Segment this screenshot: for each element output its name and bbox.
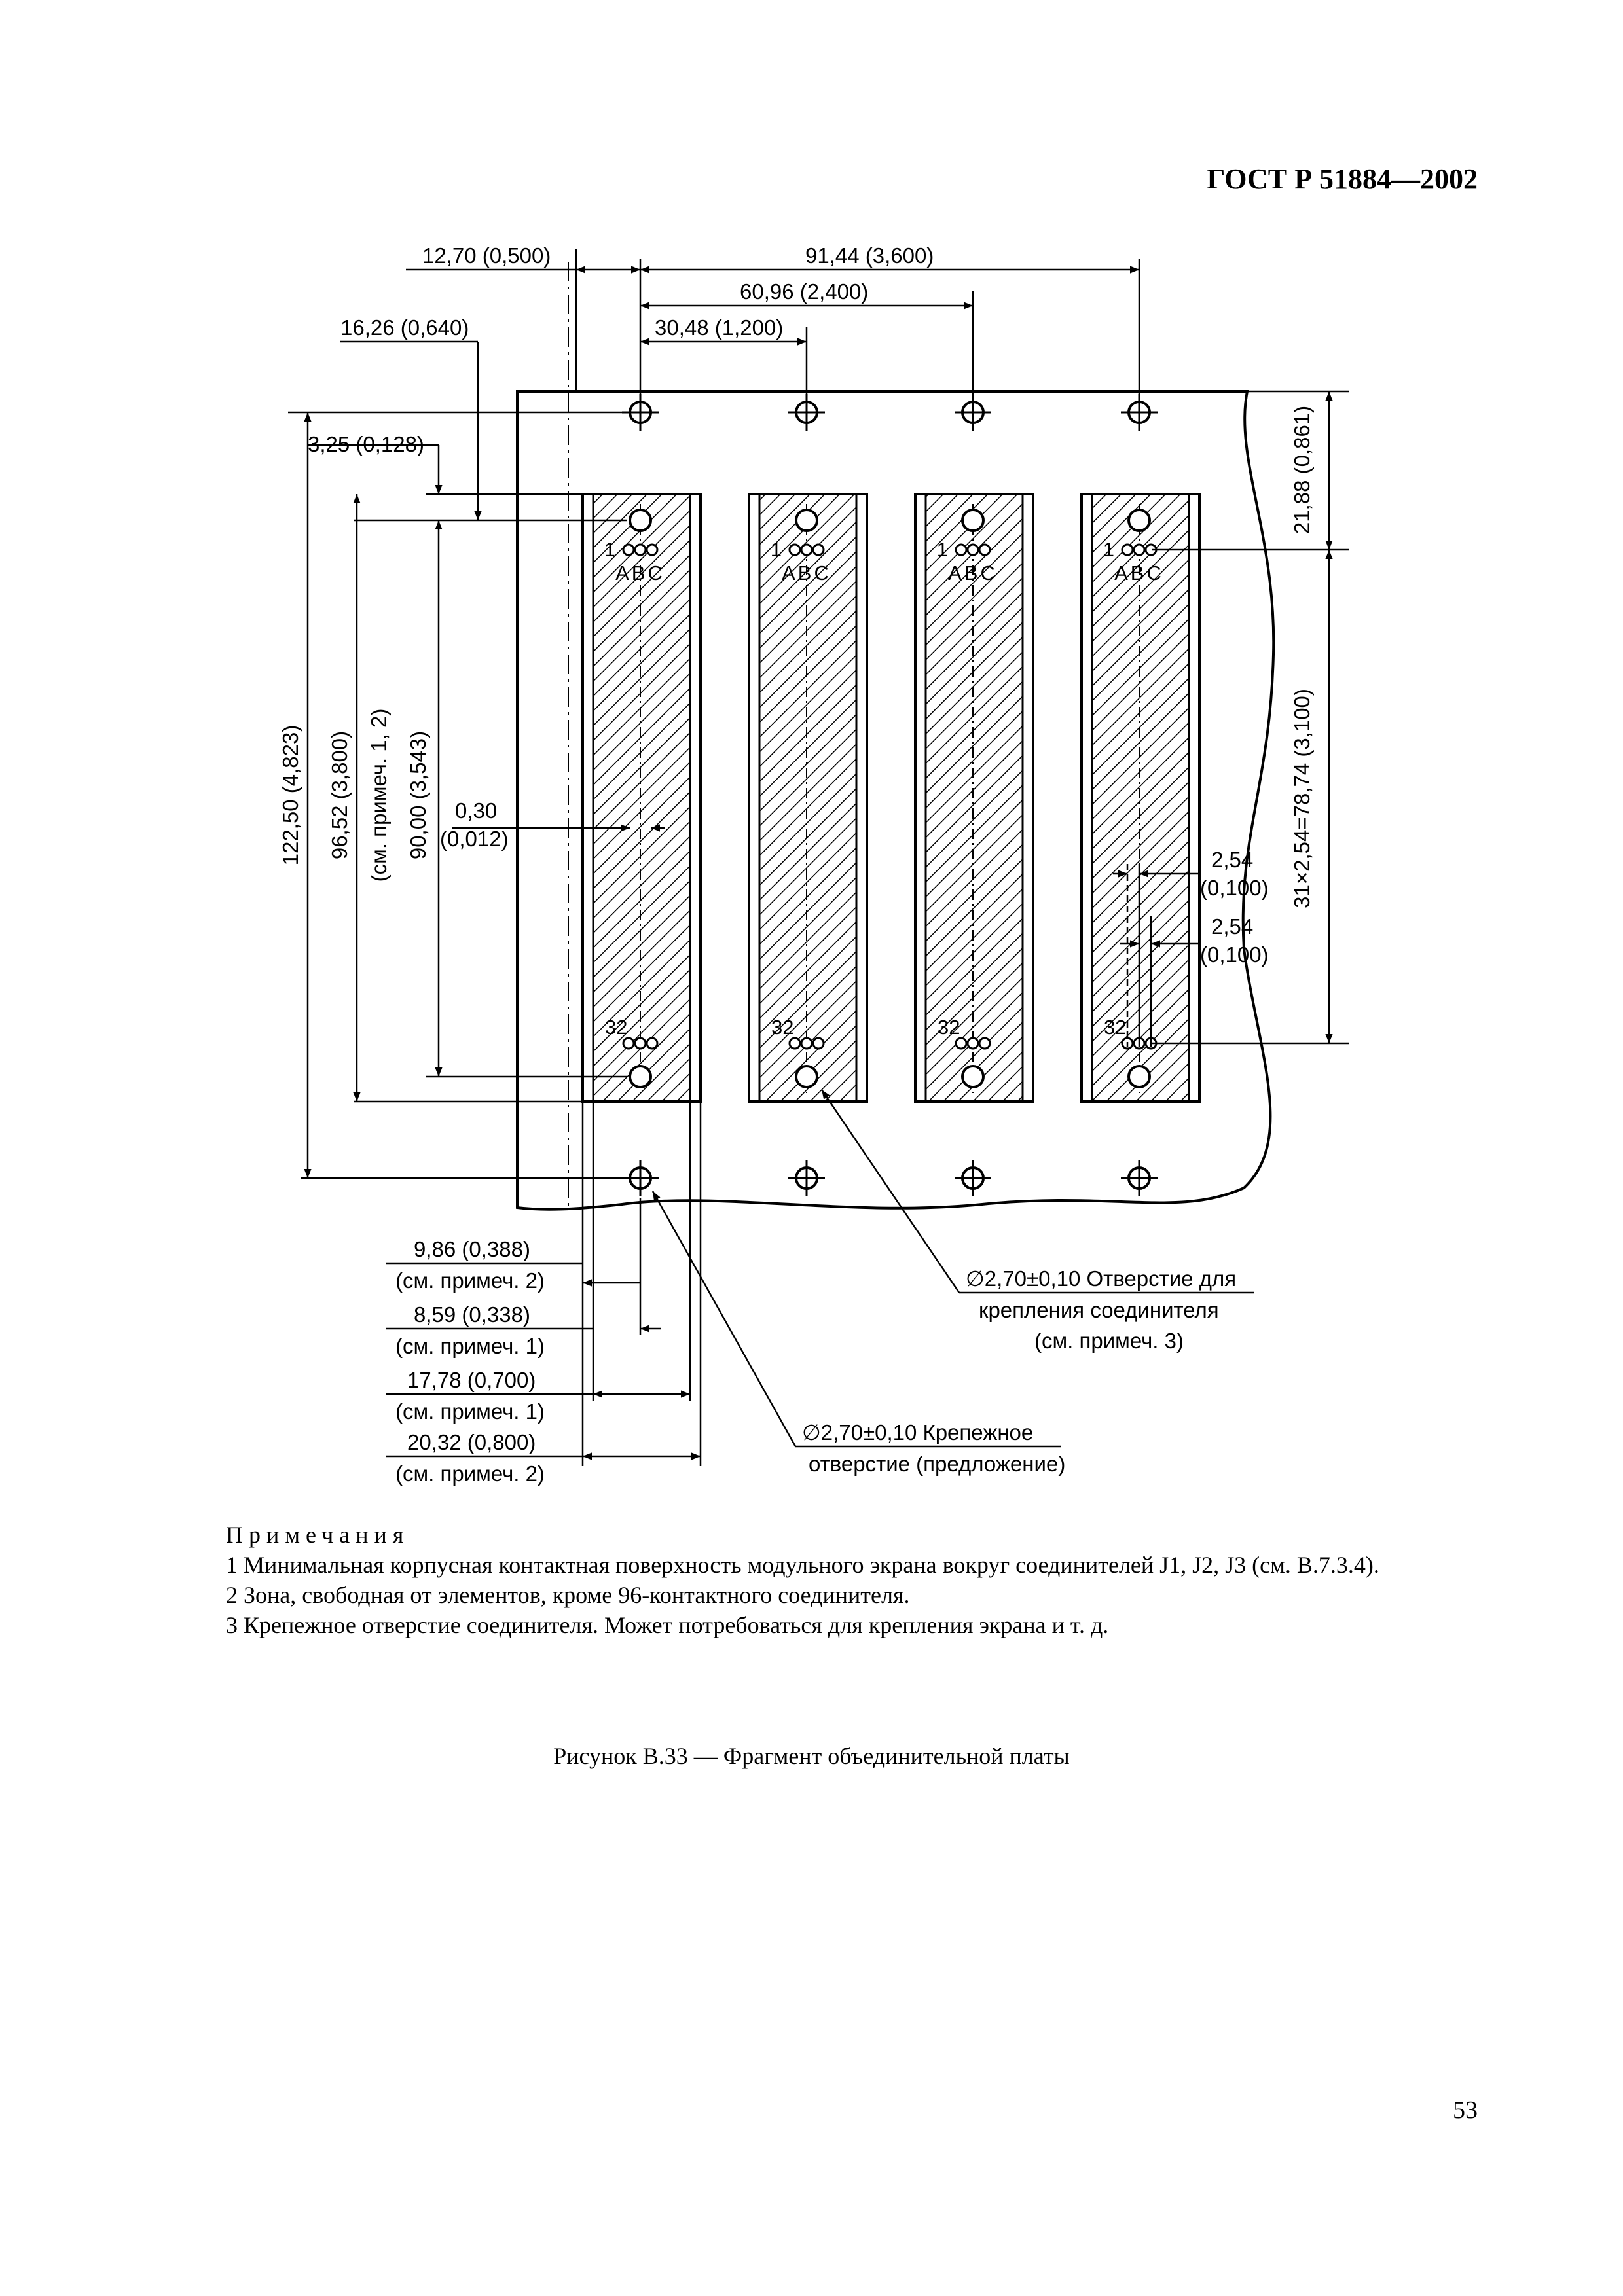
- page-number: 53: [1453, 2096, 1478, 2124]
- notes-heading: Примечания: [226, 1522, 410, 1548]
- dim-2-54-b-inch: (0,100): [1200, 942, 1269, 967]
- pin-last-label: 32: [938, 1016, 960, 1039]
- dim-122-50: 122,50 (4,823): [278, 725, 302, 866]
- dim-9-86-note: (см. примеч. 2): [395, 1268, 545, 1293]
- note-item: 3 Крепежное отверстие соединителя. Может…: [226, 1612, 1109, 1638]
- pin-first-label: 1: [937, 538, 948, 561]
- dim-90-00: 90,00 (3,543): [406, 731, 430, 859]
- pin-first-label: 1: [1103, 538, 1114, 561]
- callout-mount-hole-1: ∅2,70±0,10 Крепежное: [802, 1420, 1033, 1444]
- pin-labels: 1 1 1 1 ABC ABC ABC ABC 32 32 32 32: [604, 538, 1164, 1039]
- dim-17-78-note: (см. примеч. 1): [395, 1399, 545, 1424]
- mounting-holes: [629, 401, 1151, 1190]
- dim-96-52-note: (см. примеч. 1, 2): [367, 709, 391, 882]
- pin-last-label: 32: [771, 1016, 793, 1039]
- standard-header: ГОСТ Р 51884—2002: [1207, 163, 1478, 195]
- pin-last-label: 32: [605, 1016, 627, 1039]
- dim-9-86: 9,86 (0,388): [414, 1237, 530, 1261]
- dim-20-32-note: (см. примеч. 2): [395, 1462, 545, 1486]
- dim-20-32: 20,32 (0,800): [407, 1430, 536, 1454]
- dim-8-59-note: (см. примеч. 1): [395, 1334, 545, 1358]
- dim-21-88: 21,88 (0,861): [1290, 406, 1314, 534]
- dim-30-48: 30,48 (1,200): [655, 315, 783, 340]
- pin-last-label: 32: [1104, 1016, 1126, 1039]
- dim-60-96: 60,96 (2,400): [740, 279, 868, 304]
- figure-caption: Рисунок В.33 — Фрагмент объединительной …: [553, 1743, 1070, 1769]
- connector-4: [1080, 493, 1201, 1103]
- dim-17-78: 17,78 (0,700): [407, 1368, 536, 1392]
- pin-first-label: 1: [771, 538, 782, 561]
- dim-2-54-a: 2,54: [1211, 848, 1253, 872]
- dim-2-54-a-inch: (0,100): [1200, 876, 1269, 900]
- pin-first-label: 1: [604, 538, 615, 561]
- pin-rows-label: ABC: [615, 562, 665, 584]
- callout-mount-hole-2: отверстие (предложение): [809, 1452, 1065, 1476]
- callout-connector-hole-3: (см. примеч. 3): [1034, 1329, 1184, 1353]
- pin-row-bottom: [622, 1037, 1158, 1050]
- dim-3-25: 3,25 (0,128): [308, 432, 424, 456]
- dim-pitch: 31×2,54=78,74 (3,100): [1290, 689, 1314, 908]
- dim-0-30-inch: (0,012): [440, 827, 509, 851]
- pin-row-top: [622, 543, 1158, 556]
- backplane-drawing: 1 1 1 1 ABC ABC ABC ABC 32 32 32 32: [278, 243, 1349, 1486]
- dim-2-54-b: 2,54: [1211, 914, 1253, 939]
- dim-91-44: 91,44 (3,600): [805, 243, 934, 268]
- dim-0-30: 0,30: [455, 798, 497, 823]
- connector-2: [748, 493, 868, 1103]
- pin-rows-label: ABC: [948, 562, 998, 584]
- pin-rows-label: ABC: [1114, 562, 1164, 584]
- dim-12-70: 12,70 (0,500): [422, 243, 551, 268]
- board-outline: [516, 390, 1275, 1211]
- note-item: 1 Минимальная корпусная контактная повер…: [226, 1552, 1379, 1578]
- connector-3: [914, 493, 1034, 1103]
- callout-connector-hole-1: ∅2,70±0,10 Отверстие для: [966, 1266, 1236, 1291]
- notes-block: Примечания 1 Минимальная корпусная конта…: [155, 1520, 1478, 1640]
- note-item: 2 Зона, свободная от элементов, кроме 96…: [226, 1582, 910, 1608]
- dim-16-26: 16,26 (0,640): [340, 315, 469, 340]
- connector-1: [581, 493, 702, 1103]
- pin-rows-label: ABC: [782, 562, 831, 584]
- dim-96-52: 96,52 (3,800): [327, 731, 352, 859]
- callout-connector-hole-2: крепления соединителя: [979, 1298, 1219, 1322]
- dim-8-59: 8,59 (0,338): [414, 1302, 530, 1327]
